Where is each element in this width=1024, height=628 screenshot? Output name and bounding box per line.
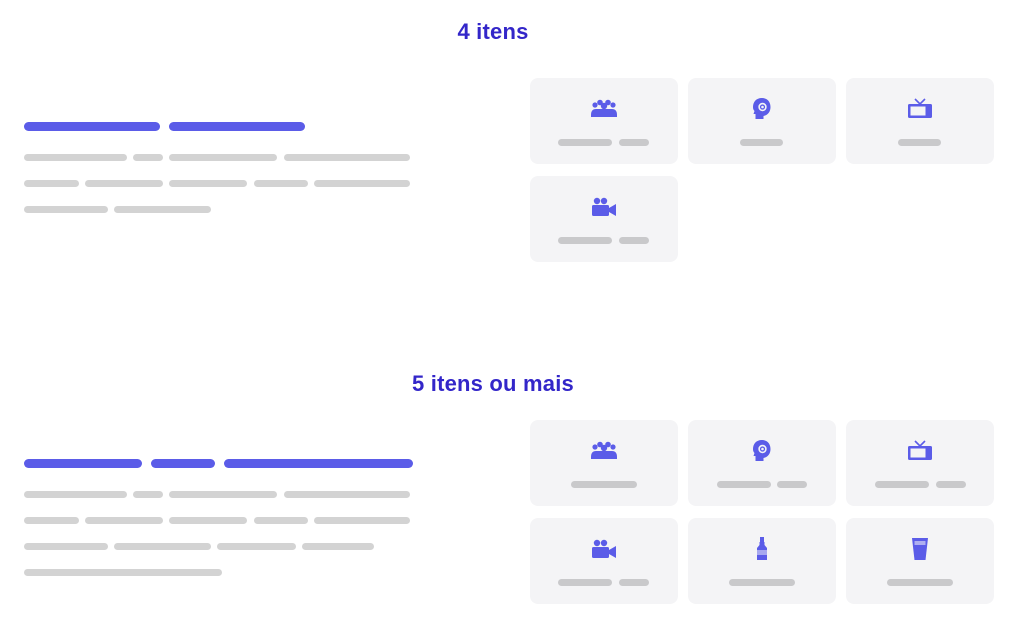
label-placeholder-bar: [619, 139, 649, 146]
label-placeholder-bar: [571, 481, 637, 488]
text-placeholder-bar: [133, 154, 163, 161]
label-placeholder-bar: [619, 579, 649, 586]
tv-icon: [906, 96, 934, 122]
text-placeholder-bar: [24, 154, 127, 161]
section-title-4-itens: 4 itens: [457, 19, 529, 44]
text-placeholder-bar: [133, 491, 163, 498]
label-placeholder-bar: [558, 237, 612, 244]
label-placeholder-bar: [729, 579, 795, 586]
text-placeholder-bar: [314, 180, 410, 187]
text-placeholder-bar: [254, 180, 308, 187]
text-placeholder-bar: [302, 543, 374, 550]
section-title-5-itens-ou-mais: 5 itens ou mais: [412, 371, 574, 396]
text-placeholder-bar: [169, 154, 277, 161]
title-placeholder-bar: [151, 459, 215, 468]
head-headset-icon: [748, 96, 776, 122]
text-placeholder-bar: [24, 569, 222, 576]
text-placeholder-bar: [169, 180, 247, 187]
label-placeholder-bar: [740, 139, 783, 146]
item-card: [688, 420, 836, 506]
text-placeholder-bar: [169, 491, 277, 498]
item-card: [530, 518, 678, 604]
text-placeholder-bar: [24, 517, 79, 524]
text-placeholder-bar: [24, 543, 108, 550]
label-placeholder-bar: [777, 481, 807, 488]
text-placeholder-bar: [85, 517, 163, 524]
group-icon: [590, 96, 618, 122]
item-card: [846, 78, 994, 164]
cup-icon: [906, 536, 934, 562]
text-placeholder-bar: [314, 517, 410, 524]
video-camera-icon: [590, 194, 618, 220]
head-headset-icon: [748, 438, 776, 464]
text-placeholder-bar: [254, 517, 308, 524]
item-card: [846, 420, 994, 506]
text-placeholder-bar: [217, 543, 296, 550]
title-placeholder-bar: [24, 122, 160, 131]
text-placeholder-bar: [24, 180, 79, 187]
video-camera-icon: [590, 536, 618, 562]
label-placeholder-bar: [898, 139, 941, 146]
bottle-icon: [748, 536, 776, 562]
title-placeholder-bar: [169, 122, 305, 131]
title-placeholder-bar: [24, 459, 142, 468]
label-placeholder-bar: [936, 481, 966, 488]
group-icon: [590, 438, 618, 464]
item-card: [530, 78, 678, 164]
item-card: [530, 176, 678, 262]
label-placeholder-bar: [558, 139, 612, 146]
text-placeholder-bar: [24, 491, 127, 498]
text-placeholder-bar: [85, 180, 163, 187]
label-placeholder-bar: [887, 579, 953, 586]
text-placeholder-bar: [114, 543, 211, 550]
item-card: [846, 518, 994, 604]
label-placeholder-bar: [717, 481, 771, 488]
text-placeholder-bar: [114, 206, 211, 213]
text-placeholder-bar: [24, 206, 108, 213]
tv-icon: [906, 438, 934, 464]
text-placeholder-bar: [284, 154, 410, 161]
title-placeholder-bar: [224, 459, 413, 468]
text-placeholder-bar: [284, 491, 410, 498]
label-placeholder-bar: [558, 579, 612, 586]
item-card: [530, 420, 678, 506]
label-placeholder-bar: [619, 237, 649, 244]
text-placeholder-bar: [169, 517, 247, 524]
label-placeholder-bar: [875, 481, 929, 488]
item-card: [688, 518, 836, 604]
item-card: [688, 78, 836, 164]
